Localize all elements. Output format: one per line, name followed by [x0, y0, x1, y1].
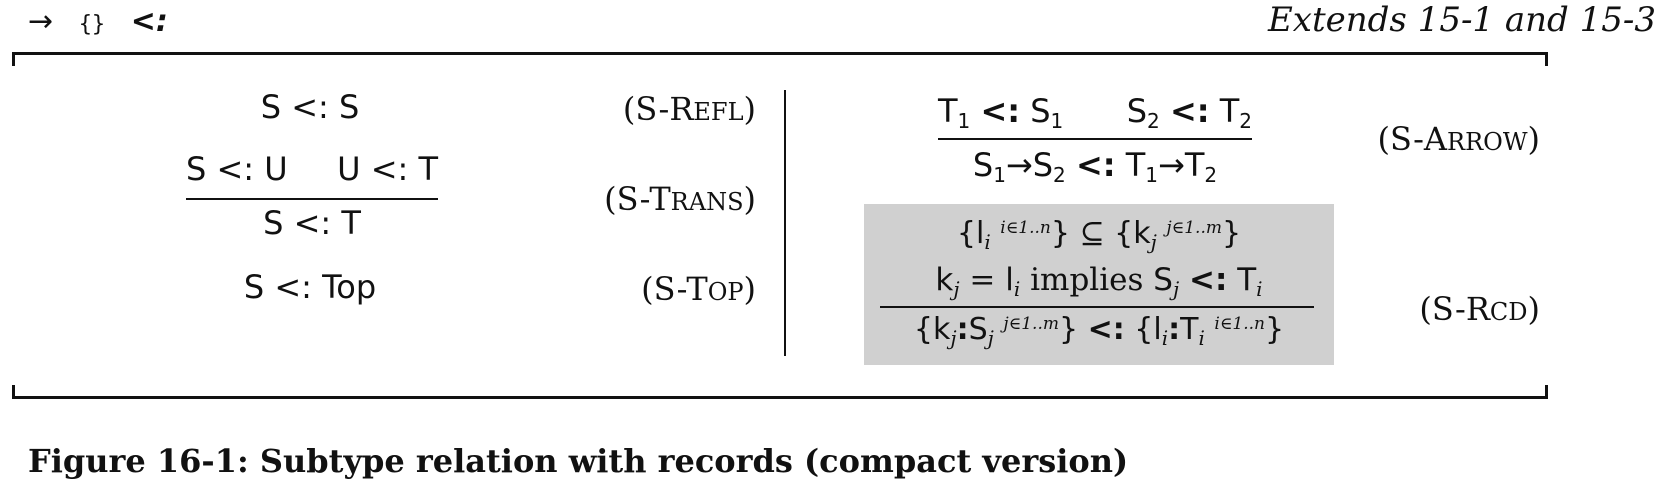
extends-note: Extends 15-1 and 15-3 — [1267, 0, 1656, 40]
trans-premise-2: U <: T — [337, 150, 438, 188]
rcd-conclusion: {kj:Sj j∈1..m} <: {li:Ti i∈1..n} — [913, 312, 1285, 350]
figure-caption: Figure 16-1: Subtype relation with recor… — [28, 442, 1129, 480]
trans-inference-line — [186, 198, 438, 200]
column-divider — [784, 90, 786, 356]
header-symbols: → {} <: — [28, 4, 184, 43]
rcd-rule-name: (S-RCD) — [1419, 290, 1540, 328]
arrow-premise-1: T1 <: S1 — [938, 92, 1064, 133]
record-braces-symbol: {} — [78, 12, 106, 37]
refl-rule-name: (S-REFL) — [622, 90, 756, 128]
rcd-highlight-box — [864, 204, 1334, 365]
arrow-premises: T1 <: S1 S2 <: T2 — [938, 92, 1252, 133]
rcd-implies-word: implies — [1030, 262, 1144, 298]
rcd-premise-1: {li i∈1..n} ⊆ {kj j∈1..m} — [956, 216, 1242, 254]
rcd-premise-2: kj = li implies Sj <: Ti — [935, 262, 1263, 301]
trans-premise-1: S <: U — [186, 150, 288, 188]
trans-rule-name: (S-TRANS) — [604, 180, 756, 218]
arrow-symbol: → — [28, 4, 54, 39]
trans-conclusion: S <: T — [263, 204, 361, 242]
top-right-tick — [1545, 52, 1548, 66]
top-left-tick — [12, 52, 15, 66]
arrow-premise-2: S2 <: T2 — [1126, 92, 1252, 133]
bottom-right-tick — [1545, 385, 1548, 399]
top-rule — [12, 52, 1548, 55]
arrow-inference-line — [938, 138, 1252, 140]
arrow-rule-name: (S-ARROW) — [1377, 120, 1540, 158]
rcd-inference-line — [880, 306, 1314, 308]
bottom-left-tick — [12, 385, 15, 399]
subtype-symbol: <: — [130, 4, 168, 39]
arrow-conclusion: S1→S2 <: T1→T2 — [972, 146, 1218, 187]
refl-conclusion: S <: S — [260, 88, 360, 126]
top-rule-name: (S-TOP) — [641, 270, 756, 308]
top-conclusion: S <: Top — [243, 268, 377, 306]
bottom-rule — [12, 396, 1548, 399]
trans-premises: S <: U U <: T — [186, 150, 438, 188]
